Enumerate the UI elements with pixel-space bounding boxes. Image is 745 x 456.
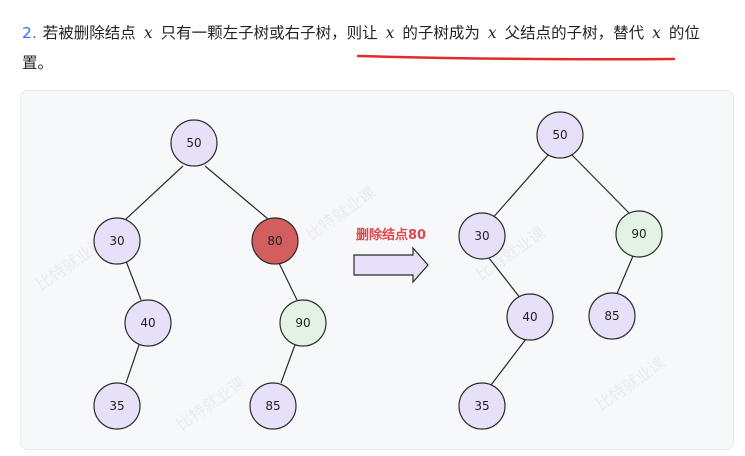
var-x-2: x <box>385 24 395 42</box>
node-label: 85 <box>265 399 280 413</box>
node-label: 35 <box>474 399 489 413</box>
tree-node: 85 <box>249 382 297 430</box>
edge-40-35 <box>490 338 527 386</box>
text-part5: 父结点的子树，替代 <box>504 24 645 42</box>
edge-90-85 <box>280 341 297 384</box>
text-part3: 则让 <box>346 24 378 42</box>
right-arrow-icon <box>353 246 429 284</box>
svg-text:比特就业课: 比特就业课 <box>172 373 248 434</box>
edge-40-35 <box>125 341 141 384</box>
text-part6: 的位 <box>668 24 700 42</box>
tree-node: 85 <box>588 292 636 340</box>
edge-50-80 <box>204 165 269 220</box>
tree-node: 30 <box>93 217 141 265</box>
left-tree-edges <box>125 165 298 384</box>
text-part7: 置。 <box>22 54 54 72</box>
tree-node: 40 <box>124 299 172 347</box>
node-label: 35 <box>109 399 124 413</box>
tree-node-moved: 90 <box>279 299 327 347</box>
tree-node: 50 <box>170 119 218 167</box>
description-paragraph: 2. 若被删除结点 x 只有一颗左子树或右子树，则让 x 的子树成为 x 父结点的子树，替代 x… <box>22 18 727 78</box>
node-label: 85 <box>604 309 619 323</box>
edge-30-40 <box>488 257 522 300</box>
text-part2: 只有一颗左子树或右子树， <box>160 24 347 42</box>
bst-diagram-panel: 比特就业课 比特就业课 比特就业课 比特就业课 比特就业课 50 30 <box>20 90 734 450</box>
node-label: 90 <box>295 316 310 330</box>
list-number: 2. <box>22 24 37 42</box>
var-x-3: x <box>487 24 497 42</box>
node-label: 90 <box>631 227 646 241</box>
tree-node: 35 <box>93 382 141 430</box>
transform-arrow: 删除结点80 <box>353 227 429 284</box>
var-x-4: x <box>652 24 661 42</box>
left-tree-nodes: 50 30 80 40 90 35 <box>93 119 327 430</box>
node-label: 40 <box>140 316 155 330</box>
edge-50-90 <box>570 153 632 216</box>
edge-30-40 <box>125 260 142 301</box>
bst-diagram: 比特就业课 比特就业课 比特就业课 比特就业课 比特就业课 50 30 <box>32 111 669 434</box>
edge-80-90 <box>278 262 298 301</box>
edge-50-30 <box>490 153 550 221</box>
arrow-label: 删除结点80 <box>356 227 426 243</box>
text-part4: 的子树成为 <box>402 24 480 42</box>
right-tree-edges <box>488 153 634 386</box>
node-label: 30 <box>109 234 124 248</box>
tree-node-deleted: 80 <box>251 217 299 265</box>
svg-text:比特就业课: 比特就业课 <box>592 353 668 414</box>
var-x-1: x <box>143 24 153 42</box>
node-label: 80 <box>267 234 282 248</box>
tree-node-moved: 90 <box>615 210 663 258</box>
red-underline-annotation <box>356 54 676 61</box>
edge-90-85 <box>615 255 634 297</box>
tree-node: 30 <box>458 212 506 260</box>
node-label: 40 <box>522 310 537 324</box>
tree-node: 35 <box>458 382 506 430</box>
tree-node: 40 <box>506 293 554 341</box>
node-label: 30 <box>474 229 489 243</box>
text-part1: 若被删除结点 <box>42 24 136 42</box>
node-label: 50 <box>552 128 567 142</box>
node-label: 50 <box>186 136 201 150</box>
tree-node: 50 <box>536 111 584 159</box>
edge-50-30 <box>125 165 184 220</box>
right-tree-nodes: 50 30 90 40 85 35 <box>458 111 663 430</box>
